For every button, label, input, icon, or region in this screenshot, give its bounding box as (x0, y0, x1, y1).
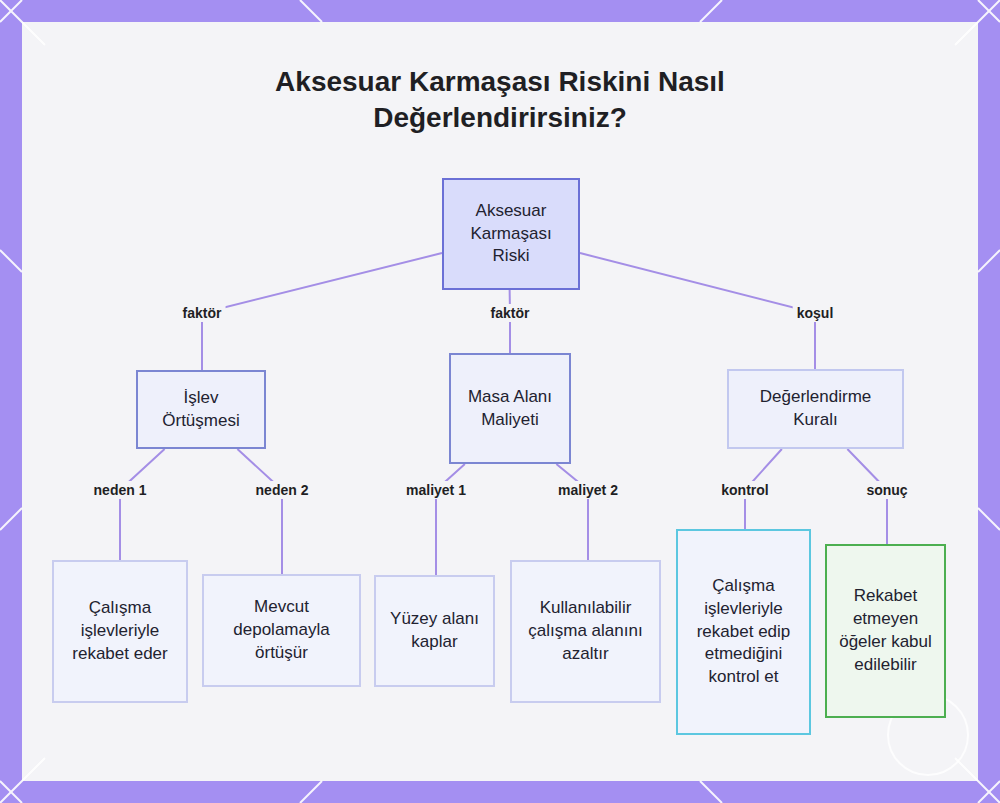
box-text: Çalışma işlevleriyle rekabet edip etmedi… (688, 575, 799, 690)
edge-label: sonuç (862, 481, 911, 499)
edge-label: neden 2 (252, 481, 313, 499)
inner-panel (22, 22, 978, 781)
process-box: Kullanılabilir çalışma alanını azaltır (510, 560, 661, 703)
process-box: Mevcut depolamayla örtüşür (202, 574, 361, 687)
process-box: Yüzey alanı kaplar (374, 575, 495, 687)
process-box: Rekabet etmeyen öğeler kabul edilebilir (825, 544, 946, 718)
box-text: Yüzey alanı kaplar (386, 608, 483, 654)
box-text: İşlev Örtüşmesi (148, 387, 254, 433)
edge-label: neden 1 (90, 481, 151, 499)
box-text: Aksesuar Karmaşası Riski (454, 200, 568, 269)
process-box: Çalışma işlevleriyle rekabet edip etmedi… (676, 529, 811, 735)
connector (120, 449, 165, 560)
box-text: Masa Alanı Maliyeti (461, 386, 559, 432)
process-box: Değerlendirme Kuralı (727, 369, 904, 449)
connector (202, 253, 442, 370)
process-box: Çalışma işlevleriyle rekabet eder (52, 560, 188, 703)
box-text: Kullanılabilir çalışma alanını azaltır (522, 597, 649, 666)
process-box: İşlev Örtüşmesi (136, 370, 266, 449)
connector (237, 449, 282, 574)
process-box: Aksesuar Karmaşası Riski (442, 178, 580, 290)
box-text: Çalışma işlevleriyle rekabet eder (64, 597, 176, 666)
edge-label: koşul (793, 304, 838, 322)
box-text: Mevcut depolamayla örtüşür (214, 596, 349, 665)
edge-label: maliyet 1 (402, 481, 470, 499)
box-text: Rekabet etmeyen öğeler kabul edilebilir (837, 585, 934, 677)
edge-label: kontrol (717, 481, 772, 499)
box-text: Değerlendirme Kuralı (739, 386, 892, 432)
connector (556, 464, 588, 560)
connector (580, 253, 815, 369)
diagram-title: Aksesuar Karmaşası Riskini Nasıl Değerle… (200, 64, 800, 137)
edge-label: faktör (179, 304, 226, 322)
edge-label: maliyet 2 (554, 481, 622, 499)
edge-label: faktör (487, 304, 534, 322)
process-box: Masa Alanı Maliyeti (449, 353, 571, 464)
